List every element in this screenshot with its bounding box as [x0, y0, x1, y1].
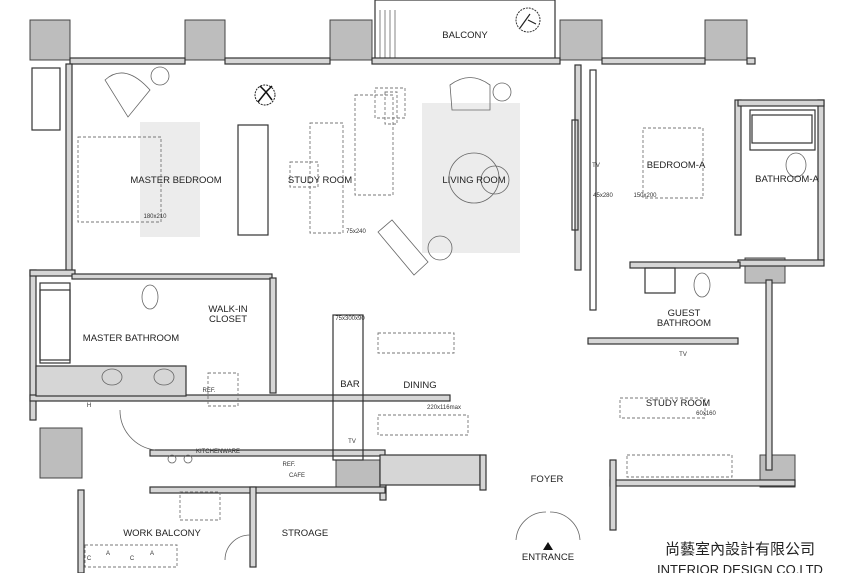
- doors: [119, 409, 581, 561]
- room-label-bar: BAR: [340, 379, 360, 390]
- dim-study-desk-2: 60x160: [696, 411, 716, 417]
- rug-living: [422, 103, 520, 253]
- brand-chinese: 尚藝室內設計有限公司: [665, 540, 815, 558]
- plant-icon-balcony: [515, 7, 541, 33]
- room-label-walk-in-closet-2: CLOSET: [209, 314, 247, 325]
- ref-label: REF.: [202, 388, 215, 394]
- room-label-bedroom-a: BEDROOM-A: [647, 160, 706, 171]
- tv-label-2: TV: [679, 352, 687, 358]
- dim-dining-table: 220x116max: [427, 405, 461, 411]
- room-label-walk-in-closet: WALK-IN: [208, 304, 247, 315]
- cabinet-a-label-2: A: [150, 551, 154, 557]
- cafe-label: CAFE: [289, 473, 305, 479]
- plant-icon: [254, 84, 276, 106]
- room-label-guest-bathroom: GUEST: [668, 308, 701, 319]
- dim-bed-a: 150x200: [633, 193, 657, 199]
- room-label-storage: STROAGE: [282, 528, 328, 539]
- tv-label: TV: [592, 163, 600, 169]
- entrance-arrow-icon: [543, 542, 553, 550]
- room-label-master-bedroom: MASTER BEDROOM: [130, 175, 221, 186]
- dim-bar: 75x300x90: [335, 316, 365, 322]
- room-label-bathroom-a: BATHROOM-A: [755, 174, 819, 185]
- exterior-walls: [29, 57, 825, 573]
- cabinet-c-label-2: C: [130, 556, 135, 562]
- cabinet-c-label: C: [87, 556, 92, 562]
- room-label-study-room-2: STUDY ROOM: [646, 398, 710, 409]
- room-label-work-balcony: WORK BALCONY: [123, 528, 201, 539]
- h-label: H: [87, 403, 91, 409]
- room-label-living-room: LIVING ROOM: [442, 175, 505, 186]
- furniture: [39, 66, 813, 568]
- rug-master: [140, 122, 200, 237]
- dim-study-desk: 75x240: [346, 229, 366, 235]
- room-label-balcony: BALCONY: [442, 30, 488, 41]
- dim-master-bed: 180x210: [143, 214, 167, 220]
- brand-english: INTERIOR DESIGN CO.LTD: [657, 562, 823, 573]
- ref-label-2: REF.: [282, 462, 295, 468]
- room-label-foyer: FOYER: [531, 474, 564, 485]
- kitchenware-label: KITCHENWARE: [196, 449, 240, 455]
- dim-wardrobe-a: 45x280: [593, 193, 613, 199]
- room-label-study-room: STUDY ROOM: [288, 175, 352, 186]
- tv-label-3: TV: [348, 439, 356, 445]
- room-label-guest-bathroom-2: BATHROOM: [657, 318, 711, 329]
- cabinet-a-label: A: [106, 551, 110, 557]
- structural-columns: [29, 19, 796, 491]
- room-label-master-bathroom: MASTER BATHROOM: [83, 333, 179, 344]
- room-label-dining: DINING: [403, 380, 436, 391]
- room-label-entrance: ENTRANCE: [522, 552, 574, 563]
